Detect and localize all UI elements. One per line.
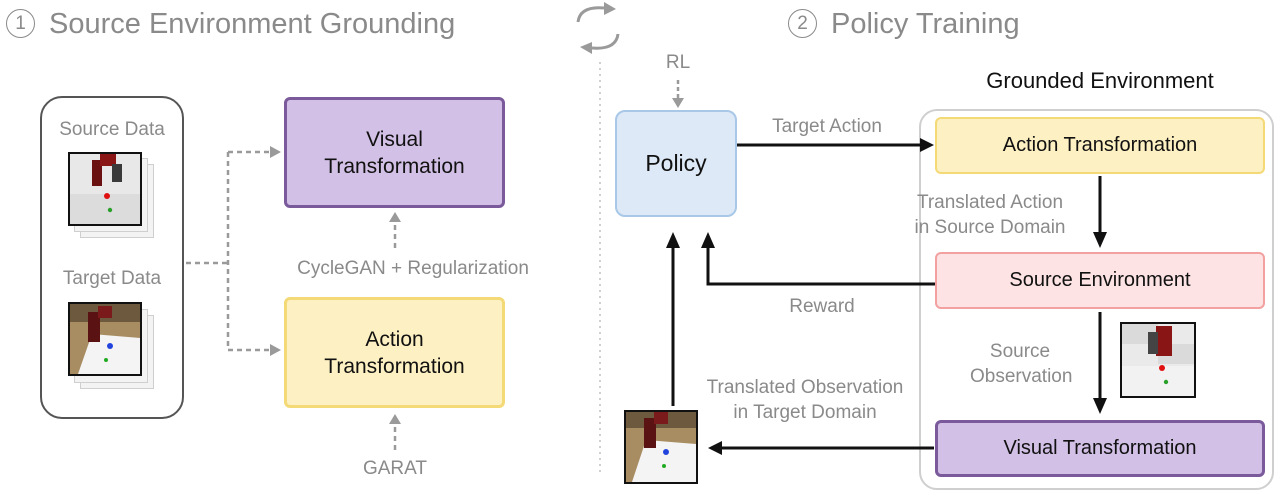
- visual-transformation-box-left: Visual Transformation: [284, 97, 505, 208]
- cyclegan-label: CycleGAN + Regularization: [297, 258, 529, 279]
- visual-transformation-label-left: Visual Transformation: [324, 127, 465, 178]
- translated-observation-image: [624, 410, 698, 484]
- left-connectors: [186, 146, 401, 450]
- robot-real-image: [70, 304, 140, 374]
- robot-sim-image: [70, 154, 140, 224]
- target-data-label: Target Data: [62, 268, 162, 289]
- grounded-environment-container: [919, 109, 1274, 490]
- step-1-badge: 1: [6, 9, 35, 38]
- data-container: [40, 96, 184, 419]
- visual-transformation-box-right: Visual Transformation: [935, 420, 1265, 477]
- policy-label: Policy: [645, 150, 707, 176]
- robot-translated-image: [626, 412, 696, 482]
- cycle-arrows-icon: [576, 2, 620, 54]
- section-1-title: Source Environment Grounding: [49, 8, 456, 40]
- source-data-label: Source Data: [59, 119, 165, 140]
- grounded-environment-label: Grounded Environment: [986, 68, 1214, 93]
- source-environment-box: Source Environment: [935, 252, 1265, 309]
- action-transformation-box-right: Action Transformation: [935, 117, 1265, 174]
- section-1-heading: 1 Source Environment Grounding: [6, 8, 455, 41]
- translated-action-label: Translated Action in Source Domain: [914, 192, 1066, 238]
- section-divider: [599, 62, 601, 472]
- target-data-image: [68, 302, 142, 376]
- action-transformation-box-left: Action Transformation: [284, 297, 505, 408]
- right-arrows: [666, 80, 1107, 455]
- translated-observation-label: Translated Observation in Target Domain: [706, 377, 904, 423]
- policy-box: Policy: [615, 110, 737, 217]
- visual-transformation-label-right: Visual Transformation: [1003, 437, 1197, 459]
- action-transformation-label-left: Action Transformation: [324, 327, 465, 378]
- reward-label: Reward: [789, 296, 855, 317]
- section-2-title: Policy Training: [831, 8, 1020, 40]
- garat-label: GARAT: [362, 458, 428, 479]
- target-action-label: Target Action: [772, 116, 882, 137]
- source-data-image: [68, 152, 142, 226]
- source-observation-image: [1120, 322, 1196, 398]
- step-2-badge: 2: [788, 9, 817, 38]
- rl-label: RL: [665, 52, 691, 73]
- robot-sim-observation-image: [1122, 324, 1194, 396]
- action-transformation-label-right: Action Transformation: [1002, 134, 1198, 156]
- source-observation-label: Source Observation: [970, 341, 1073, 387]
- section-2-heading: 2 Policy Training: [788, 8, 1020, 41]
- source-environment-label: Source Environment: [1009, 269, 1191, 291]
